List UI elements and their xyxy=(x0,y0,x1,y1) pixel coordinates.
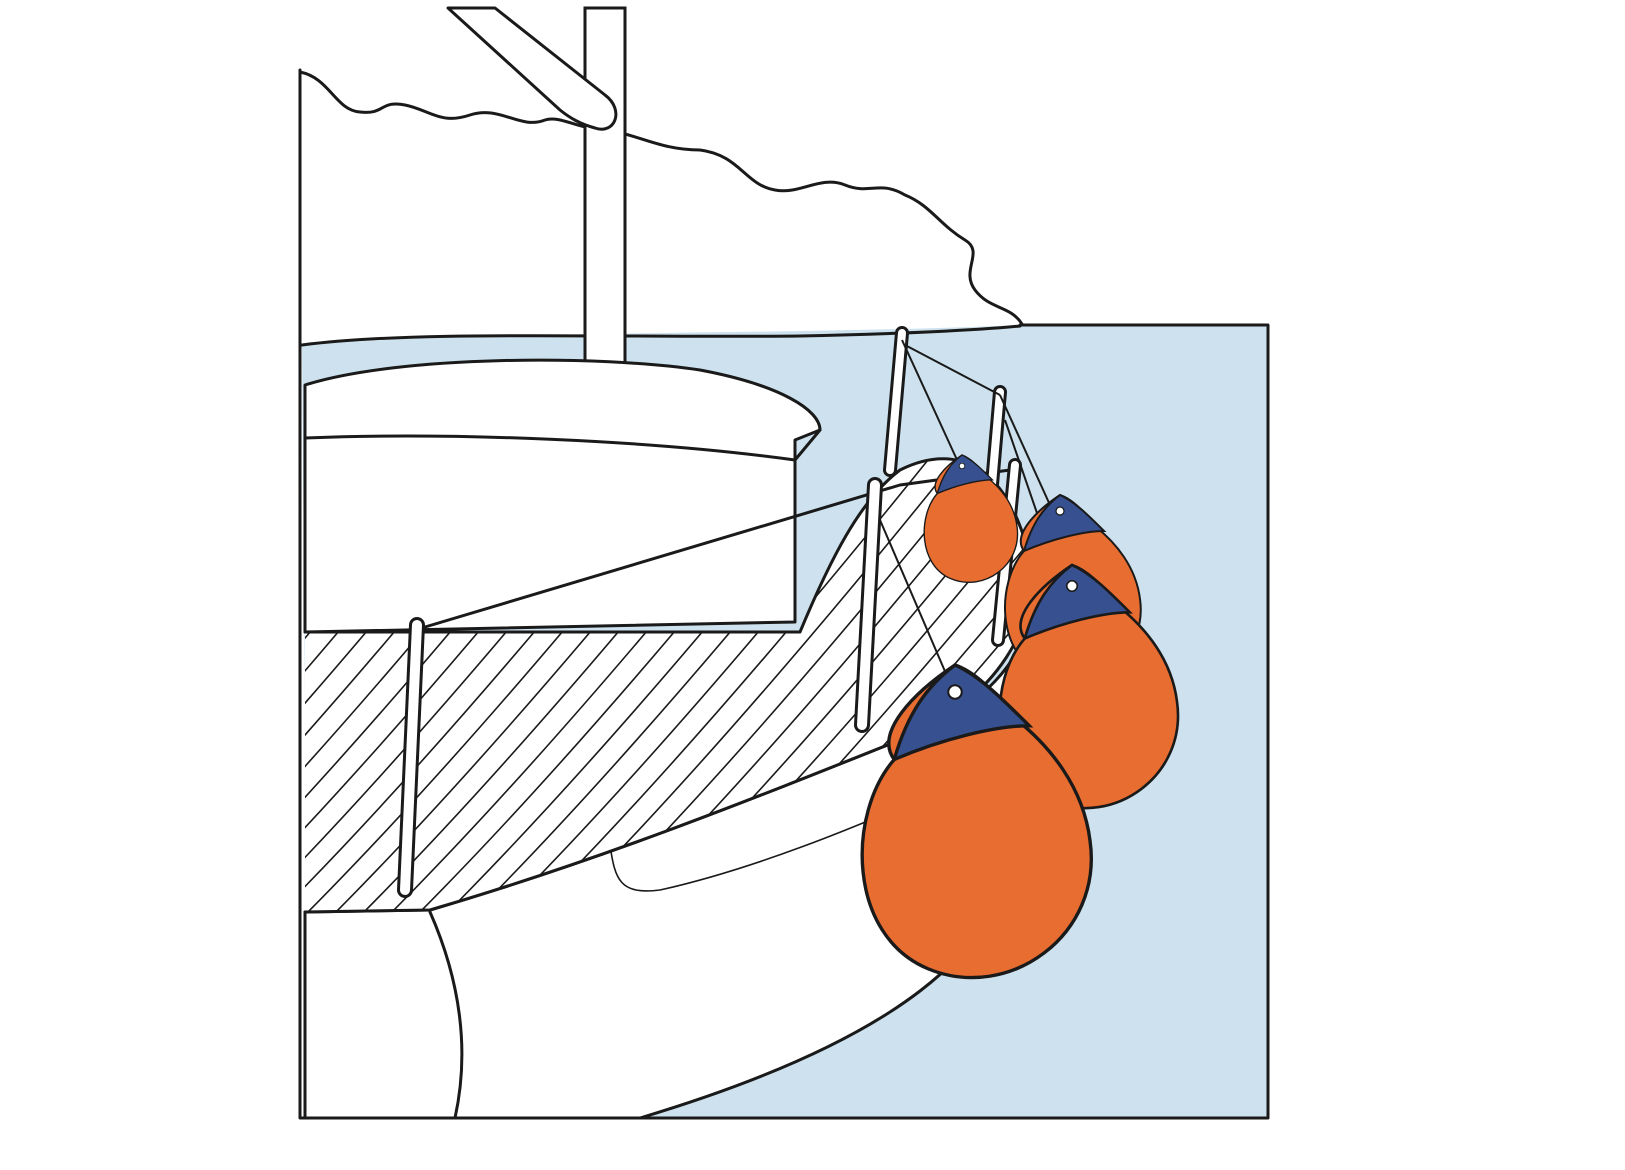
shoreline xyxy=(300,324,1022,347)
cloud-outline xyxy=(298,70,1024,326)
hatch-line xyxy=(1392,440,1625,920)
hatch-line xyxy=(1252,440,1625,920)
hatch-line xyxy=(0,440,216,920)
boom xyxy=(446,6,618,131)
hatch-line xyxy=(0,440,160,920)
hatch-line xyxy=(0,440,188,920)
hatch-line xyxy=(0,440,300,920)
fender xyxy=(923,454,1019,584)
cabin xyxy=(303,358,822,634)
hatch-line xyxy=(1280,440,1625,920)
hatch-line xyxy=(1308,440,1625,920)
hatch-line xyxy=(305,458,357,912)
hatch-line xyxy=(0,440,272,920)
fender xyxy=(860,663,1093,980)
fenders xyxy=(860,454,1180,980)
hatch-line xyxy=(1336,440,1625,920)
hatch-line xyxy=(1364,440,1625,920)
hatch-line xyxy=(305,458,329,912)
hatch-line xyxy=(1224,440,1625,920)
hatch-line xyxy=(0,440,244,920)
cabin-roof-edge xyxy=(303,428,822,462)
mast xyxy=(583,6,627,370)
hull-keel-line xyxy=(428,910,464,1120)
